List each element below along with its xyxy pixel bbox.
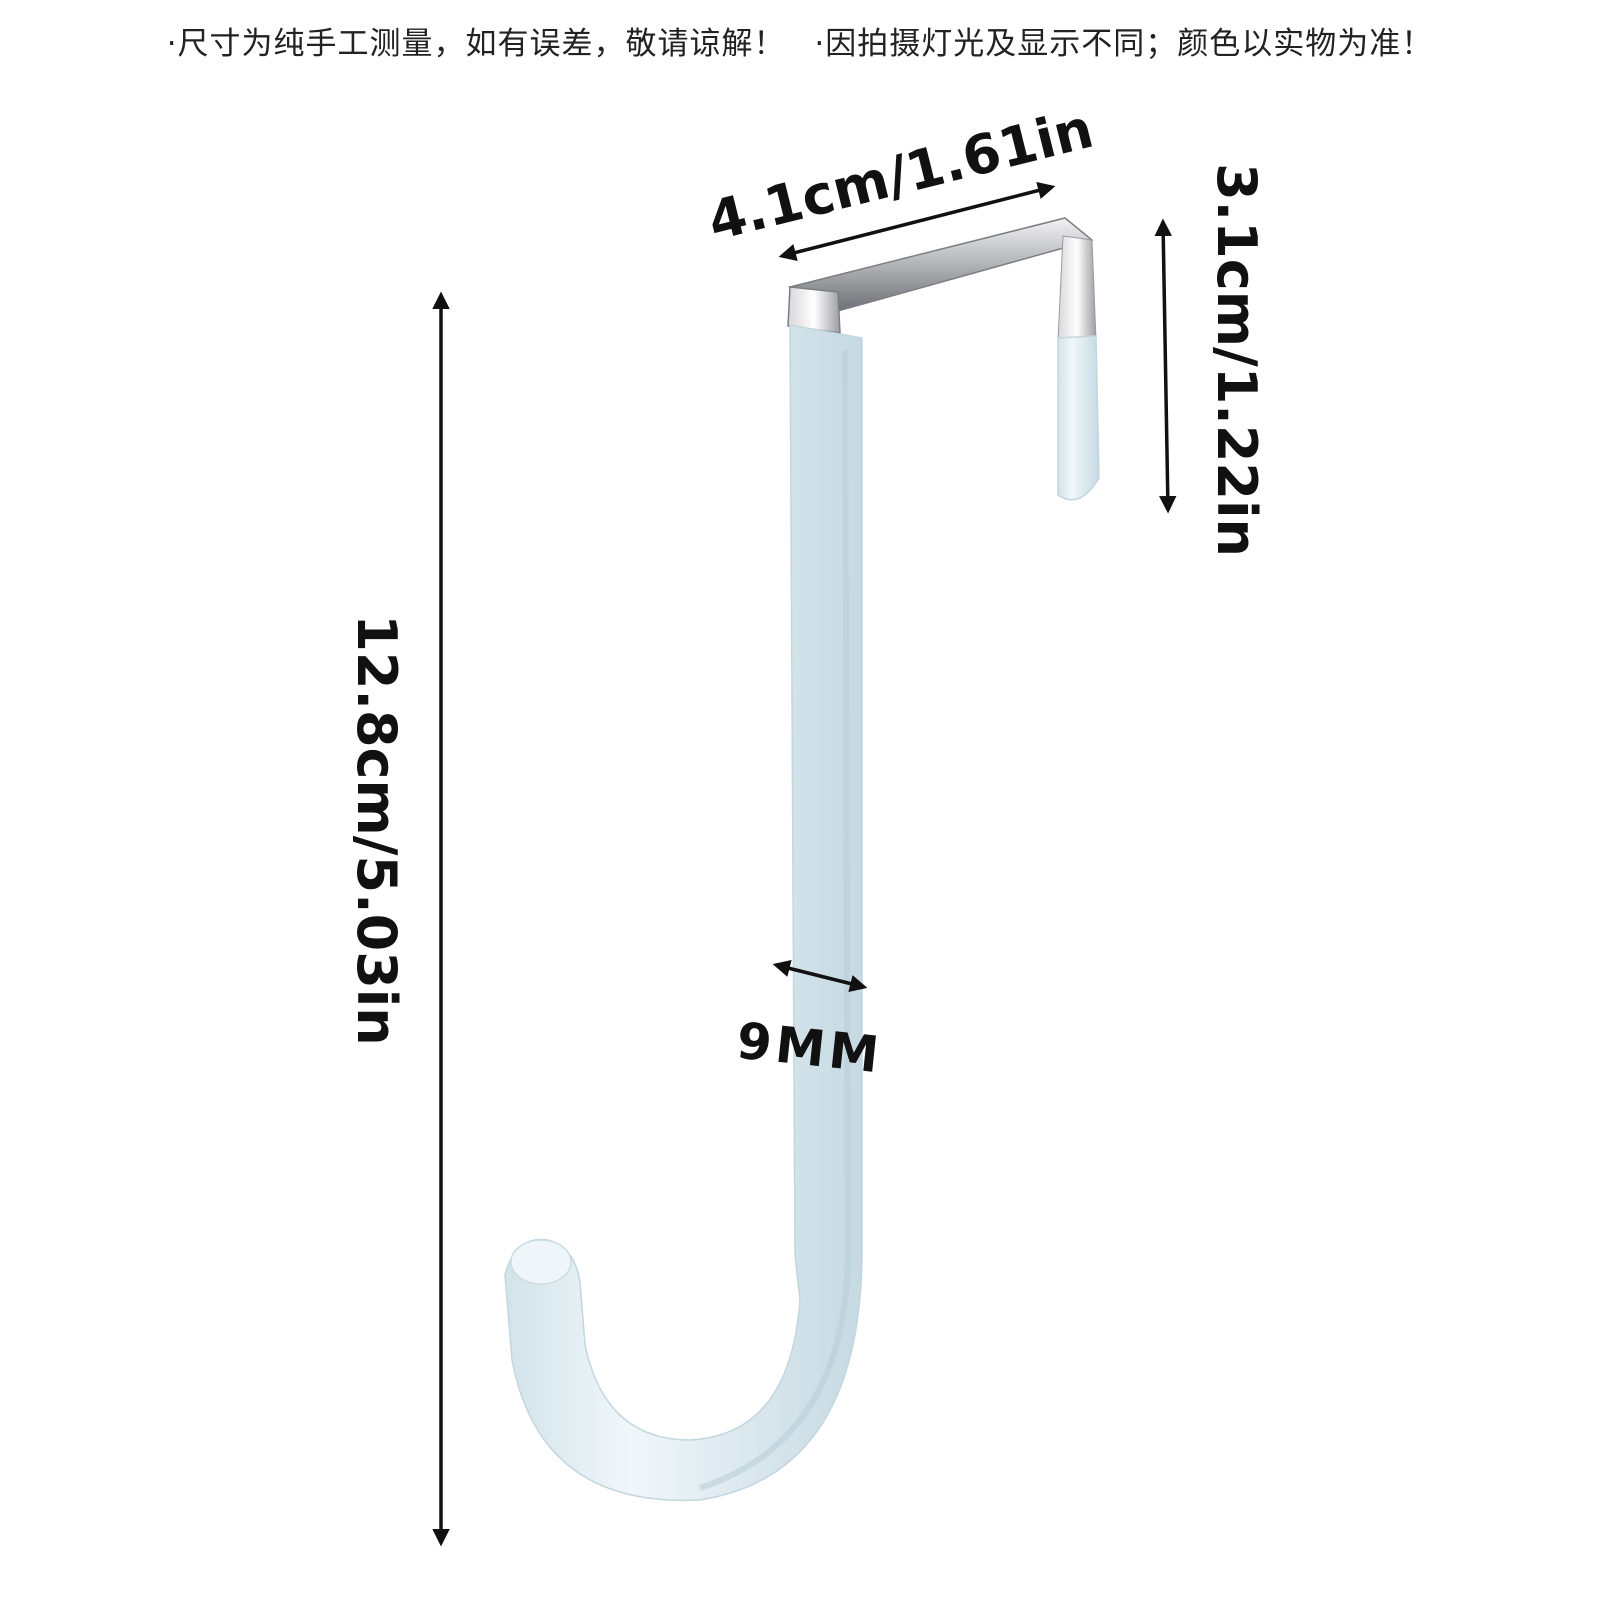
measurement-note: ·尺寸为纯手工测量，如有误差，敬请谅解！ — [166, 26, 786, 62]
inner-depth-label: 3.1cm/1.22in — [1205, 163, 1268, 557]
disclaimer-note: ·尺寸为纯手工测量，如有误差，敬请谅解！ ·因拍摄灯光及显示不同；颜色以实物为准… — [0, 18, 1600, 63]
hook — [504, 217, 1100, 1502]
hook-rear-leg-metal — [1057, 235, 1097, 341]
hook-shaft-shade — [699, 349, 852, 1491]
top-width-arrow-icon — [778, 181, 1056, 262]
hook-front-corner-metal — [787, 286, 841, 334]
inner-depth-arrow-icon — [1154, 218, 1177, 514]
hook-curl-tip — [510, 1239, 572, 1285]
wire-thickness-arrow-icon — [772, 959, 868, 993]
hook-shaft — [504, 324, 863, 1502]
wire-thickness-label: 9MM — [734, 1012, 886, 1085]
color-note: ·因拍摄灯光及显示不同；颜色以实物为准！ — [814, 26, 1434, 62]
hook-rear-tip — [1057, 335, 1100, 501]
total-height-label: 12.8cm/5.03in — [345, 614, 408, 1045]
